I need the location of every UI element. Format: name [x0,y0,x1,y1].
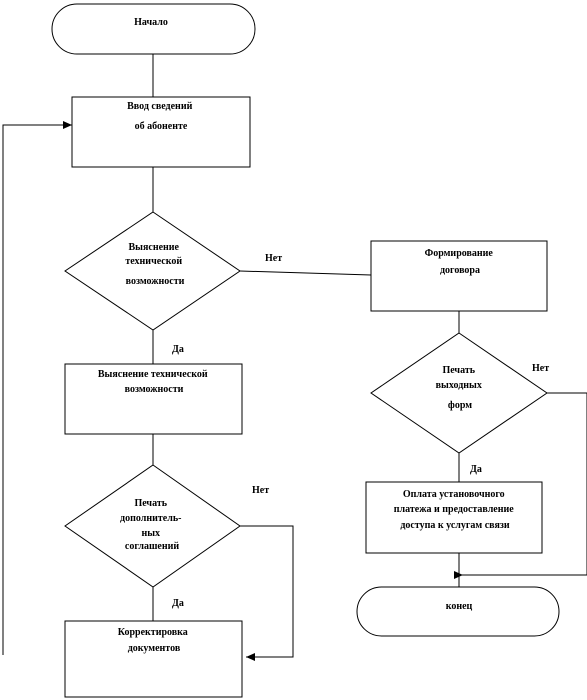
input-process [71,96,251,168]
contract-process [370,240,548,312]
print-agreements-no-label: Нет [252,485,269,496]
end-terminator [356,586,560,637]
payment-process [365,481,543,554]
contract-label: Формирование договора [425,248,496,276]
payment-label: Оплата установочного платежа и предостав… [394,489,516,531]
check-no-label: Нет [265,253,282,264]
edge-printforms-no [459,392,587,576]
checkbox-process [64,363,243,435]
check-decision [64,211,241,331]
input-label: Ввод сведений об абоненте [127,101,195,132]
print-agreements-yes-label: Да [172,598,184,609]
print-forms-yes-label: Да [470,464,482,475]
print-forms-label: Печать выходных форм [436,365,485,411]
edge-print-no-correct [240,525,294,661]
start-terminator [51,3,256,55]
print-forms-decision [370,332,548,454]
check-label: Выяснение технической возможности [125,242,184,287]
correct-docs-process [64,620,243,698]
checkbox-label: Выяснение технической возможности [98,369,210,395]
start-label: Начало [134,17,168,28]
check-yes-label: Да [172,344,184,355]
shapes [51,3,560,698]
edge-labels: Нет Да Нет Да Нет Да [172,253,549,609]
correct-docs-label: Корректировка документов [118,627,191,654]
print-agreements-decision [64,464,241,588]
end-label: конец [446,601,473,612]
node-labels: Начало Ввод сведений об абоненте Выяснен… [98,17,516,654]
print-forms-no-label: Нет [532,363,549,374]
edge-loop-back [2,121,72,655]
edge-check-contract [239,270,372,276]
connectors [2,54,587,661]
print-agreements-label: Печать дополнитель- ных соглашений [120,498,184,552]
